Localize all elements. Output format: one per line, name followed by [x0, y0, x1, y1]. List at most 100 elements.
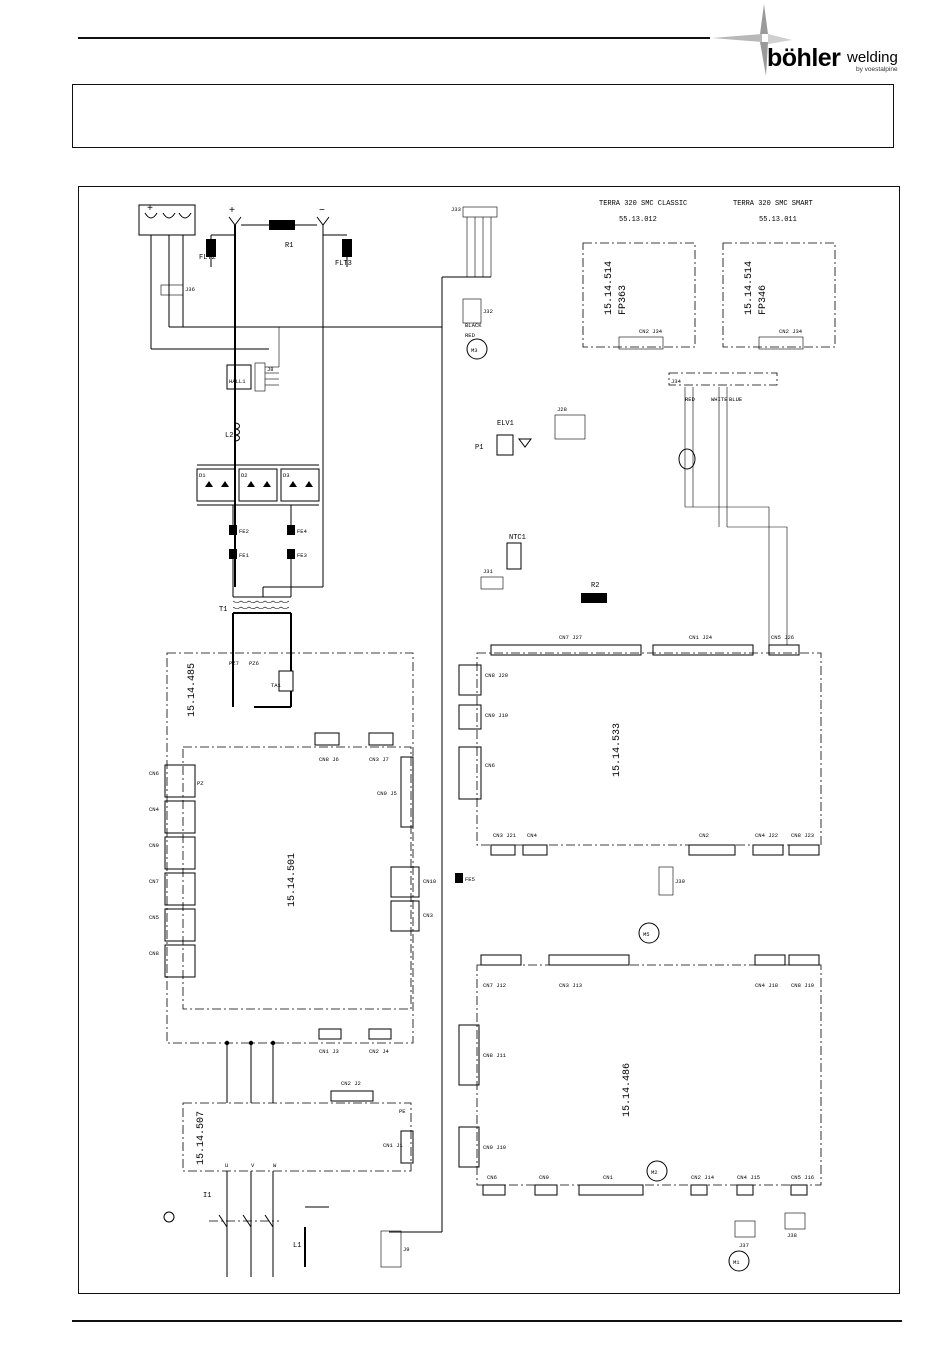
r2-label: R2: [591, 582, 599, 590]
cn2-j34-classic: CN2 J34: [639, 328, 663, 335]
pz-connector-column: [164, 764, 196, 978]
j8-label: J8: [267, 366, 274, 373]
model-classic-code: 55.13.012: [619, 216, 657, 224]
fe2-label: FE2: [239, 528, 249, 535]
j38-label: J38: [787, 1232, 797, 1239]
wire-white-fp: WHITE: [711, 396, 728, 403]
cn8p-label: CN8: [149, 950, 159, 957]
board-15-14-507: [182, 1102, 412, 1172]
wiring-diagram: .w { stroke:#000; stroke-width:1; fill:n…: [78, 186, 900, 1294]
ntc1-sensor: [506, 542, 522, 570]
board-fp346: [722, 242, 836, 348]
cn2-j14-label: CN2 J14: [691, 1174, 715, 1181]
ta1-label: TA1: [271, 682, 282, 689]
d1-label: D1: [199, 472, 206, 479]
cn4-j15-label: CN4 J15: [737, 1174, 760, 1181]
j32-label: J32: [483, 308, 493, 315]
r1-label: R1: [285, 242, 293, 250]
model-smart-code: 55.13.011: [759, 216, 797, 224]
solenoid-valve-elv1: [496, 434, 514, 456]
cn2-label: CN2: [699, 832, 709, 839]
ferrite-ring: [678, 448, 696, 470]
flt3-label: FLT3: [335, 260, 352, 268]
cn1-j24-label: CN1 J24: [689, 634, 713, 641]
d2-label: D2: [241, 472, 248, 479]
terminal-w: W: [273, 1162, 277, 1169]
terminal-plus-left: +: [147, 204, 153, 215]
cn9-j5-label: CN9 J5: [377, 790, 397, 797]
m3-label: M3: [471, 347, 478, 354]
board-533-label: 15.14.533: [612, 723, 623, 777]
cn3-j21-label: CN3 J21: [493, 832, 517, 839]
i1-label: I1: [203, 1192, 211, 1200]
fp363-name: FP363: [618, 285, 629, 315]
switch-knob-icon: [163, 1211, 175, 1223]
brand-logo: böhler welding by voestalpine: [712, 4, 912, 76]
board-15-14-501: [182, 746, 412, 1010]
board-15-14-486: [476, 964, 822, 1186]
model-classic: TERRA 320 SMC CLASSIC: [599, 200, 687, 208]
cn6p-label: CN6: [149, 770, 159, 777]
cn6-label: CN6: [485, 762, 495, 769]
fp346-code: 15.14.514: [744, 261, 755, 315]
cn9b-label: CN9: [539, 1174, 549, 1181]
ntc1-label: NTC1: [509, 534, 526, 542]
cn8-j11-label: CN8 J11: [483, 1052, 507, 1059]
d3-label: D3: [283, 472, 290, 479]
logo-text-sub: welding: [847, 49, 898, 66]
fan-motor-m5: [638, 922, 660, 944]
fp346-name: FP346: [758, 285, 769, 315]
cn8-j23-label: CN8 J23: [791, 832, 814, 839]
header-rule: [78, 37, 710, 39]
m5-label: M5: [643, 931, 650, 938]
terminal-v: V: [251, 1162, 255, 1169]
output-socket-block: [138, 204, 196, 236]
l2-label: L2: [225, 432, 233, 440]
fp363-code: 15.14.514: [604, 261, 615, 315]
cn4-j18-label: CN4 J18: [755, 982, 778, 989]
cn1b-label: CN1: [603, 1174, 614, 1181]
cn2-j4-label: CN2 J4: [369, 1048, 390, 1055]
logo-text-main: böhler: [767, 44, 841, 72]
cn3-j13-label: CN3 J13: [559, 982, 582, 989]
board-fp363: [582, 242, 696, 348]
elv1-label: ELV1: [497, 420, 514, 428]
m1-label: M1: [733, 1259, 740, 1266]
wiring-diagram-svg: .w { stroke:#000; stroke-width:1; fill:n…: [138, 200, 836, 1277]
fan-motor-m2: [646, 1160, 668, 1182]
wire-red-m3: RED: [465, 332, 476, 339]
fe1-label: FE1: [239, 552, 250, 559]
pz26-label: PZ6: [249, 660, 259, 667]
model-smart: TERRA 320 SMC SMART: [733, 200, 813, 208]
wire-black-m3: BLACK: [465, 322, 482, 329]
cn7-j27-label: CN7 J27: [559, 634, 582, 641]
board-485-label: 15.14.485: [187, 663, 198, 717]
logo-star-icon: [712, 4, 792, 76]
cn6b-label: CN6: [487, 1174, 497, 1181]
board-501-label: 15.14.501: [287, 853, 298, 907]
j34-label: J34: [671, 378, 682, 385]
j9-label: J9: [403, 1246, 410, 1253]
fe4-label: FE4: [297, 528, 308, 535]
cn9-j19-label: CN9 J19: [485, 712, 508, 719]
rectifier-bridge: [196, 464, 320, 506]
j36-label: J36: [185, 286, 195, 293]
title-box: [72, 84, 894, 148]
terminal-u: U: [225, 1162, 228, 1169]
fan-motor-m1: [728, 1250, 750, 1272]
j31-label: J31: [483, 568, 494, 575]
j37-label: J37: [739, 1242, 749, 1249]
wire-blue-fp: BLUE: [729, 396, 743, 403]
j28-label: J28: [557, 406, 567, 413]
t1-label: T1: [219, 606, 227, 614]
terminal-pe: PE: [399, 1108, 406, 1115]
hall-label: HALL1: [229, 378, 246, 385]
m2-label: M2: [651, 1169, 658, 1176]
footer-rule: [72, 1320, 902, 1322]
cn1-j3-label: CN1 J3: [319, 1048, 339, 1055]
transformer-t1: [232, 596, 291, 614]
pz27-label: PZ7: [229, 660, 239, 667]
cn5p-label: CN5: [149, 914, 159, 921]
terminal-minus: −: [319, 206, 325, 217]
cn8-j19-label: CN8 J19: [791, 982, 814, 989]
